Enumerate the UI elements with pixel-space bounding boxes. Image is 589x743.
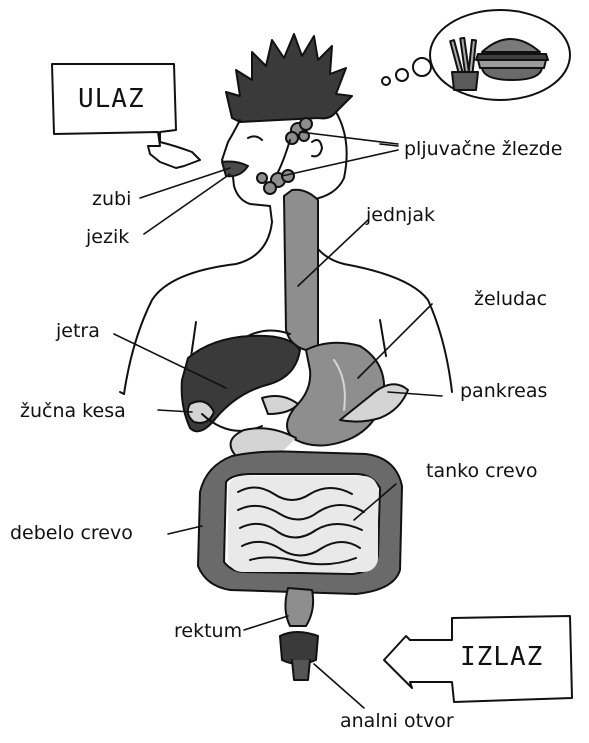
label-rectum: rektum: [174, 622, 242, 641]
label-stomach: želudac: [474, 290, 547, 309]
input-box-label: ULAZ: [78, 86, 145, 112]
rectum: [285, 588, 313, 626]
label-esophagus: jednjak: [366, 206, 435, 225]
label-large-intestine: debelo crevo: [10, 524, 133, 543]
label-anus: analni otvor: [340, 712, 454, 731]
label-liver: jetra: [56, 322, 100, 341]
label-gallbladder: žučna kesa: [20, 402, 126, 421]
hair: [226, 34, 352, 122]
label-pancreas: pankreas: [460, 382, 547, 401]
label-teeth: zubi: [92, 190, 131, 209]
input-box: [52, 64, 200, 168]
stomach: [287, 343, 384, 446]
small-intestine: [228, 476, 378, 572]
eye: [248, 136, 262, 140]
label-salivary-glands: pljuvačne žlezde: [404, 140, 562, 159]
anus: [280, 632, 318, 664]
label-tongue: jezik: [86, 228, 129, 247]
esophagus: [284, 190, 318, 350]
label-small-intestine: tanko crevo: [426, 462, 538, 481]
ear: [312, 140, 322, 156]
output-box-label: IZLAZ: [460, 644, 543, 670]
